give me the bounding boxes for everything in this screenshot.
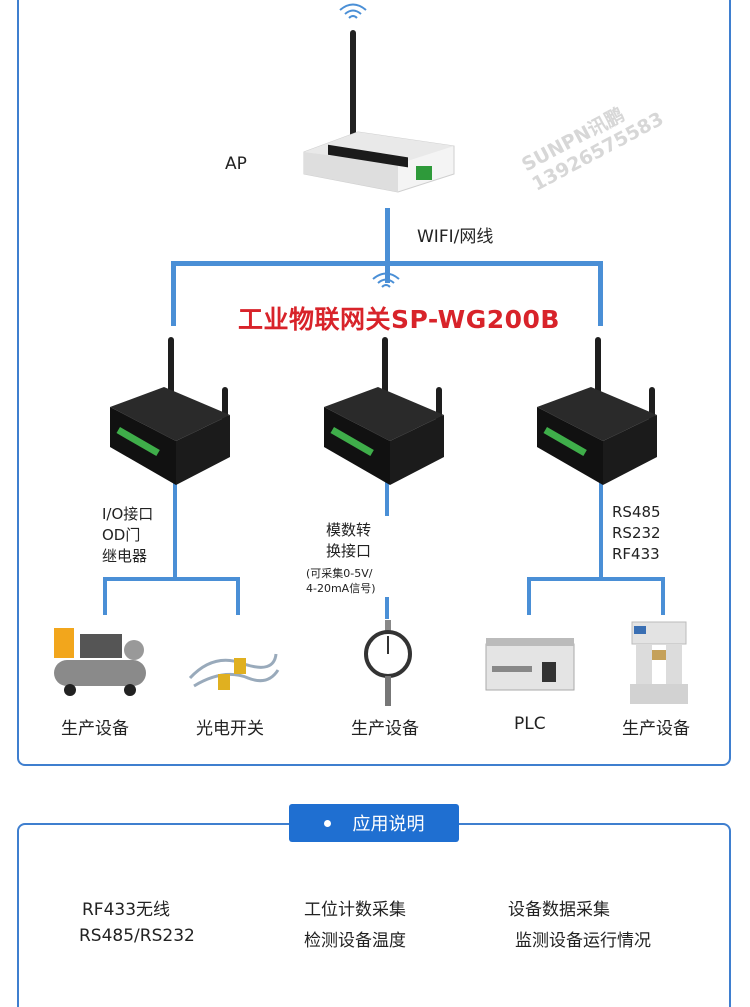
- label-line: RS485: [612, 503, 661, 521]
- note-line: (可采集0-5V/: [306, 567, 373, 580]
- application-item: 设备数据采集: [508, 900, 610, 920]
- device-label: 生产设备: [61, 719, 129, 739]
- ap-trunk-line: [385, 208, 390, 266]
- wireless-router-icon: [303, 30, 455, 193]
- bullet-icon: [323, 819, 331, 827]
- label-line: RF433: [612, 545, 660, 563]
- application-item: 检测设备温度: [304, 931, 406, 951]
- device-label: 生产设备: [622, 719, 690, 739]
- middle-down-line-2: [385, 597, 389, 619]
- link-label: WIFI/网线: [417, 227, 494, 247]
- ap-label: AP: [225, 154, 247, 174]
- right-down-line: [599, 478, 603, 580]
- right-split-line: [527, 577, 665, 581]
- dial-gauge-icon: [364, 620, 412, 706]
- air-compressor-icon: [54, 628, 146, 696]
- wifi-icon: [339, 3, 367, 19]
- gateway-device-icon: [324, 337, 444, 485]
- press-machine-icon: [630, 621, 688, 704]
- middle-interface-note: (可采集0-5V/ 4-20mA信号): [306, 566, 376, 596]
- bus-drop-right: [598, 261, 603, 326]
- left-leg-1: [103, 577, 107, 615]
- label-line: 继电器: [102, 547, 148, 565]
- application-item: RS485/RS232: [79, 926, 195, 946]
- applications-badge: 应用说明: [289, 804, 459, 842]
- device-label: 光电开关: [196, 719, 264, 739]
- gateway-device-icon: [537, 337, 657, 485]
- label-line: I/O接口: [102, 505, 154, 523]
- left-interface-label: I/O接口 OD门 继电器: [102, 504, 153, 567]
- application-item: RF433无线: [82, 900, 171, 920]
- left-down-line: [173, 478, 177, 580]
- left-leg-2: [236, 577, 240, 615]
- label-line: 换接口: [326, 542, 372, 560]
- device-label: 生产设备: [351, 719, 419, 739]
- label-line: RS232: [612, 524, 661, 542]
- diagram-frame: [17, 0, 731, 766]
- wifi-icon: [372, 272, 400, 288]
- bus-drop-left: [171, 261, 176, 326]
- plc-icon: [485, 638, 575, 691]
- bus-drop-middle: [385, 261, 390, 283]
- left-split-line: [103, 577, 240, 581]
- right-interface-label: RS485 RS232 RF433: [612, 502, 661, 565]
- middle-interface-label: 模数转 换接口: [326, 520, 371, 562]
- label-line: 模数转: [326, 521, 372, 539]
- right-leg-2: [661, 577, 665, 615]
- device-label: PLC: [514, 714, 546, 734]
- application-item: 工位计数采集: [304, 900, 406, 920]
- gateway-device-icon: [110, 337, 230, 485]
- applications-badge-label: 应用说明: [352, 814, 425, 835]
- middle-down-line: [385, 478, 389, 516]
- right-leg-1: [527, 577, 531, 615]
- photoelectric-switch-icon: [188, 653, 280, 690]
- note-line: 4-20mA信号): [306, 582, 376, 595]
- application-item: 监测设备运行情况: [515, 931, 651, 951]
- label-line: OD门: [102, 526, 141, 544]
- gateway-title: 工业物联网关SP-WG200B: [238, 305, 560, 334]
